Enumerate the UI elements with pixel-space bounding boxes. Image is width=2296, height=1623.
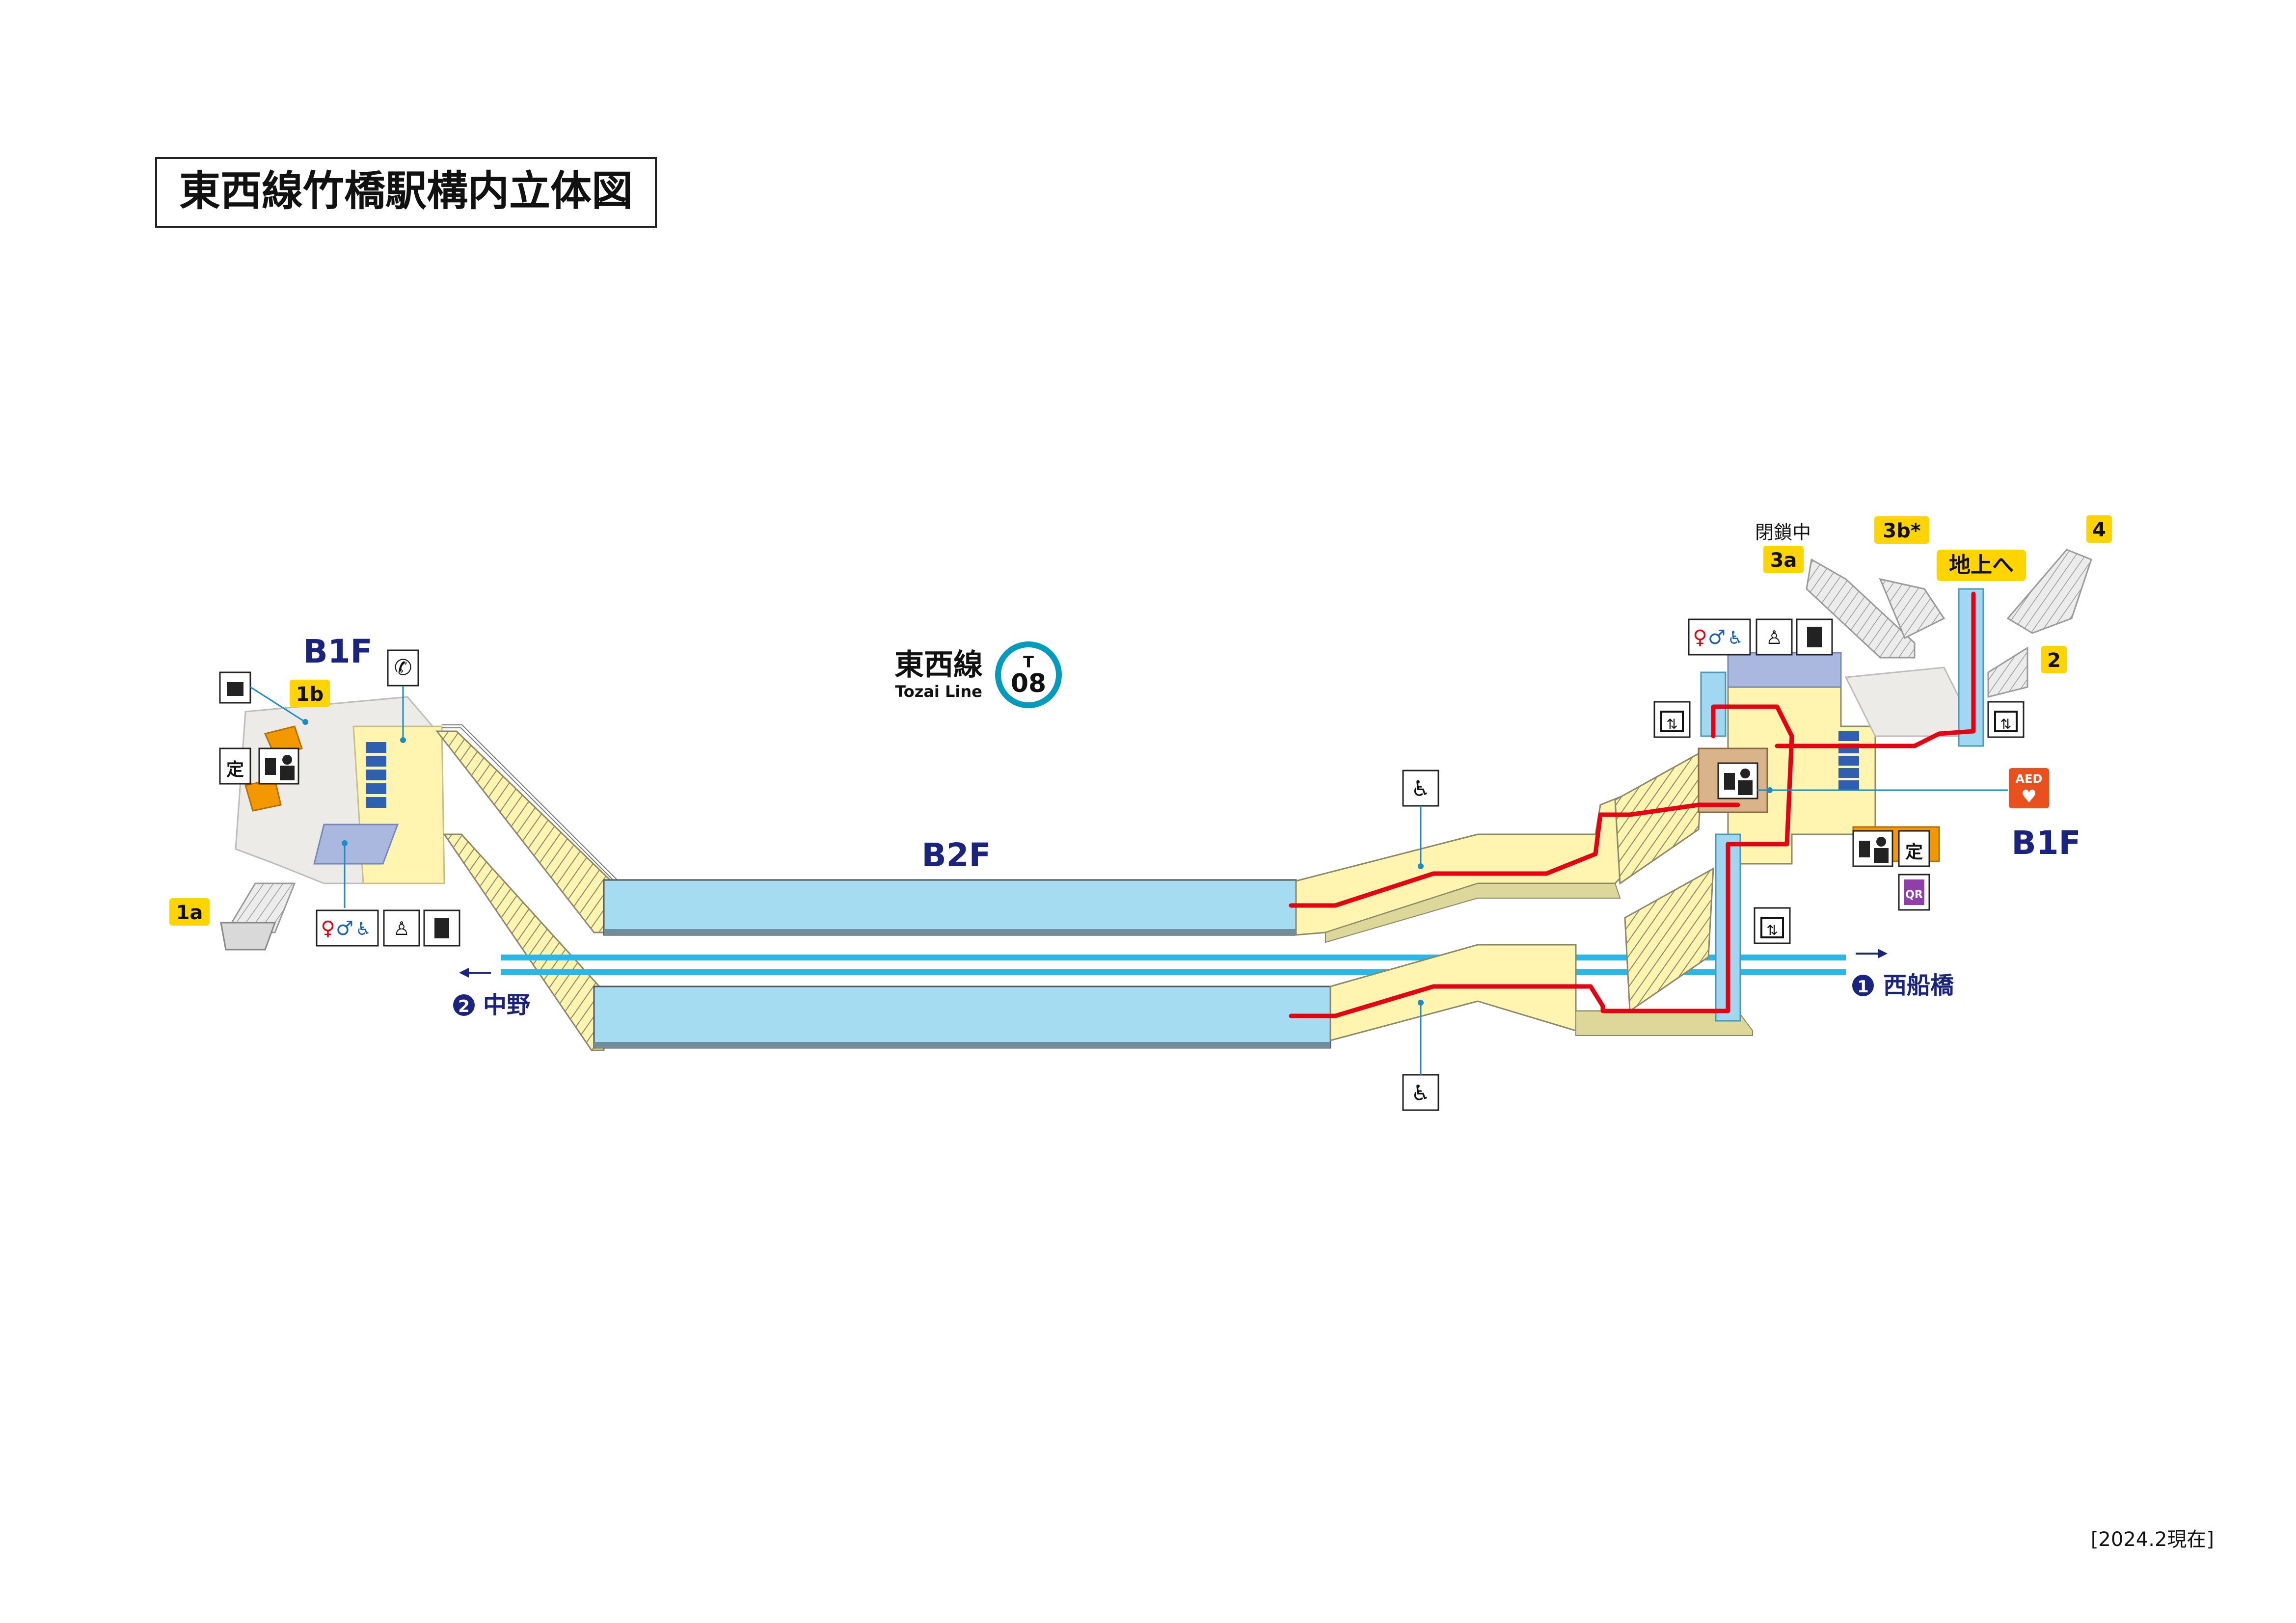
- exit-2-stairs: [1987, 646, 2028, 698]
- stairs-east-upper: [1614, 749, 1704, 885]
- svg-text:2: 2: [2047, 649, 2061, 672]
- line-name-en: Tozai Line: [895, 682, 982, 701]
- ticket-office-icon-east: [1852, 830, 1893, 867]
- exit-badge-1b: 1b: [290, 680, 330, 707]
- line-name-ja: 東西線: [894, 648, 983, 682]
- svg-text:定: 定: [1905, 842, 1923, 862]
- exit-badge-3a: 3a: [1763, 546, 1804, 573]
- svg-text:♿: ♿: [355, 919, 371, 939]
- svg-text:中野: 中野: [483, 991, 530, 1019]
- exit-4-stairs: [2006, 549, 2092, 634]
- aed-icon: AED ♥: [2009, 768, 2049, 808]
- svg-text:1: 1: [1857, 977, 1869, 997]
- page-title: 東西線竹橋駅構内立体図: [179, 167, 633, 215]
- svg-text:3a: 3a: [1770, 549, 1797, 572]
- exit-3a-stairs: [1806, 558, 1916, 659]
- wheelchair-icon-upper: ♿: [1402, 770, 1439, 869]
- elevator-icon-2: ⇅: [1754, 907, 1791, 944]
- stairs-west-upper: [435, 730, 615, 933]
- platform-upper: [603, 879, 1297, 936]
- svg-text:地上へ: 地上へ: [1949, 553, 2014, 578]
- coin-locker-icon: [219, 671, 308, 725]
- ticket-gates-east: [1838, 731, 1859, 790]
- svg-text:08: 08: [1011, 669, 1046, 698]
- floor-label-b1f-east: B1F: [2011, 824, 2080, 862]
- b1f-east-concourse: [1698, 652, 1980, 865]
- direction-east: 1 西船橋: [1852, 949, 1954, 999]
- elevator-icon-3: ⇅: [1987, 701, 2025, 738]
- wheelchair-icon-lower: ♿: [1402, 1000, 1439, 1111]
- svg-text:1a: 1a: [176, 902, 203, 924]
- svg-text:♿: ♿: [1728, 628, 1743, 648]
- exit-badge-4: 4: [2086, 515, 2112, 543]
- svg-text:⇅: ⇅: [1666, 716, 1677, 732]
- exit-badge-2: 2: [2041, 646, 2067, 673]
- exit-3a-closed-note: 閉鎖中: [1755, 522, 1811, 543]
- line-badge: 東西線 Tozai Line T 08: [894, 641, 1062, 708]
- telephone-icon: ✆: [387, 649, 419, 743]
- svg-text:⇅: ⇅: [2000, 716, 2011, 732]
- svg-text:♿: ♿: [1411, 1081, 1430, 1106]
- svg-text:♿: ♿: [1411, 776, 1430, 801]
- qr-ticket-icon: QR: [1898, 874, 1930, 911]
- title-box: [155, 157, 657, 228]
- svg-text:4: 4: [2092, 519, 2106, 541]
- direction-west: 2 中野: [453, 968, 530, 1019]
- platform-lower: [593, 985, 1331, 1049]
- exit-1a-stairs: [224, 882, 296, 933]
- commuter-pass-icon-east: 定: [1898, 830, 1930, 867]
- stairs-east-lower: [1624, 867, 1714, 1012]
- svg-text:定: 定: [226, 760, 244, 780]
- svg-text:AED: AED: [2016, 772, 2043, 786]
- exit-badge-to-ground: 地上へ: [1937, 550, 2026, 581]
- floor-label-b1f-west: B1F: [303, 633, 372, 670]
- svg-text:♙: ♙: [1766, 627, 1783, 648]
- svg-text:⇅: ⇅: [1766, 922, 1778, 938]
- svg-text:♂: ♂: [336, 917, 353, 940]
- svg-text:T: T: [1023, 653, 1034, 671]
- svg-text:♀: ♀: [1693, 626, 1707, 649]
- exit-badge-3b: 3b*: [1874, 516, 1929, 544]
- svg-text:♂: ♂: [1708, 626, 1726, 649]
- svg-text:2: 2: [458, 997, 470, 1016]
- svg-text:♙: ♙: [393, 918, 410, 939]
- svg-text:3b*: 3b*: [1883, 520, 1920, 542]
- elevator-icon-1: ⇅: [1653, 701, 1691, 738]
- svg-text:西船橋: 西船橋: [1883, 972, 1954, 999]
- b1f-west-concourse: [220, 696, 445, 951]
- date-note: [2024.2現在]: [2091, 1528, 2214, 1551]
- commuter-pass-icon-west: 定: [219, 747, 251, 785]
- svg-text:QR: QR: [1905, 889, 1923, 901]
- svg-text:✆: ✆: [394, 655, 412, 680]
- exit-3b-stairs: [1879, 578, 1945, 639]
- exit-badge-1a: 1a: [169, 898, 210, 926]
- ticket-office-icon-west: [258, 747, 299, 785]
- station-office-icon: [1717, 762, 2008, 799]
- floor-label-b2f: B2F: [921, 836, 991, 874]
- barrier-free-route: [1289, 591, 1976, 1018]
- restroom-icons-west: ♀ ♂ ♿ ♙: [316, 840, 460, 947]
- svg-text:1b: 1b: [296, 683, 324, 706]
- svg-text:♥: ♥: [2021, 787, 2037, 807]
- elevator-shaft-3: [1958, 588, 1984, 747]
- restroom-icons-east: ♀ ♂ ♿ ♙: [1688, 618, 1833, 656]
- station-number-badge: [995, 641, 1062, 708]
- ticket-gates-west: [366, 742, 386, 808]
- svg-text:♀: ♀: [321, 917, 335, 940]
